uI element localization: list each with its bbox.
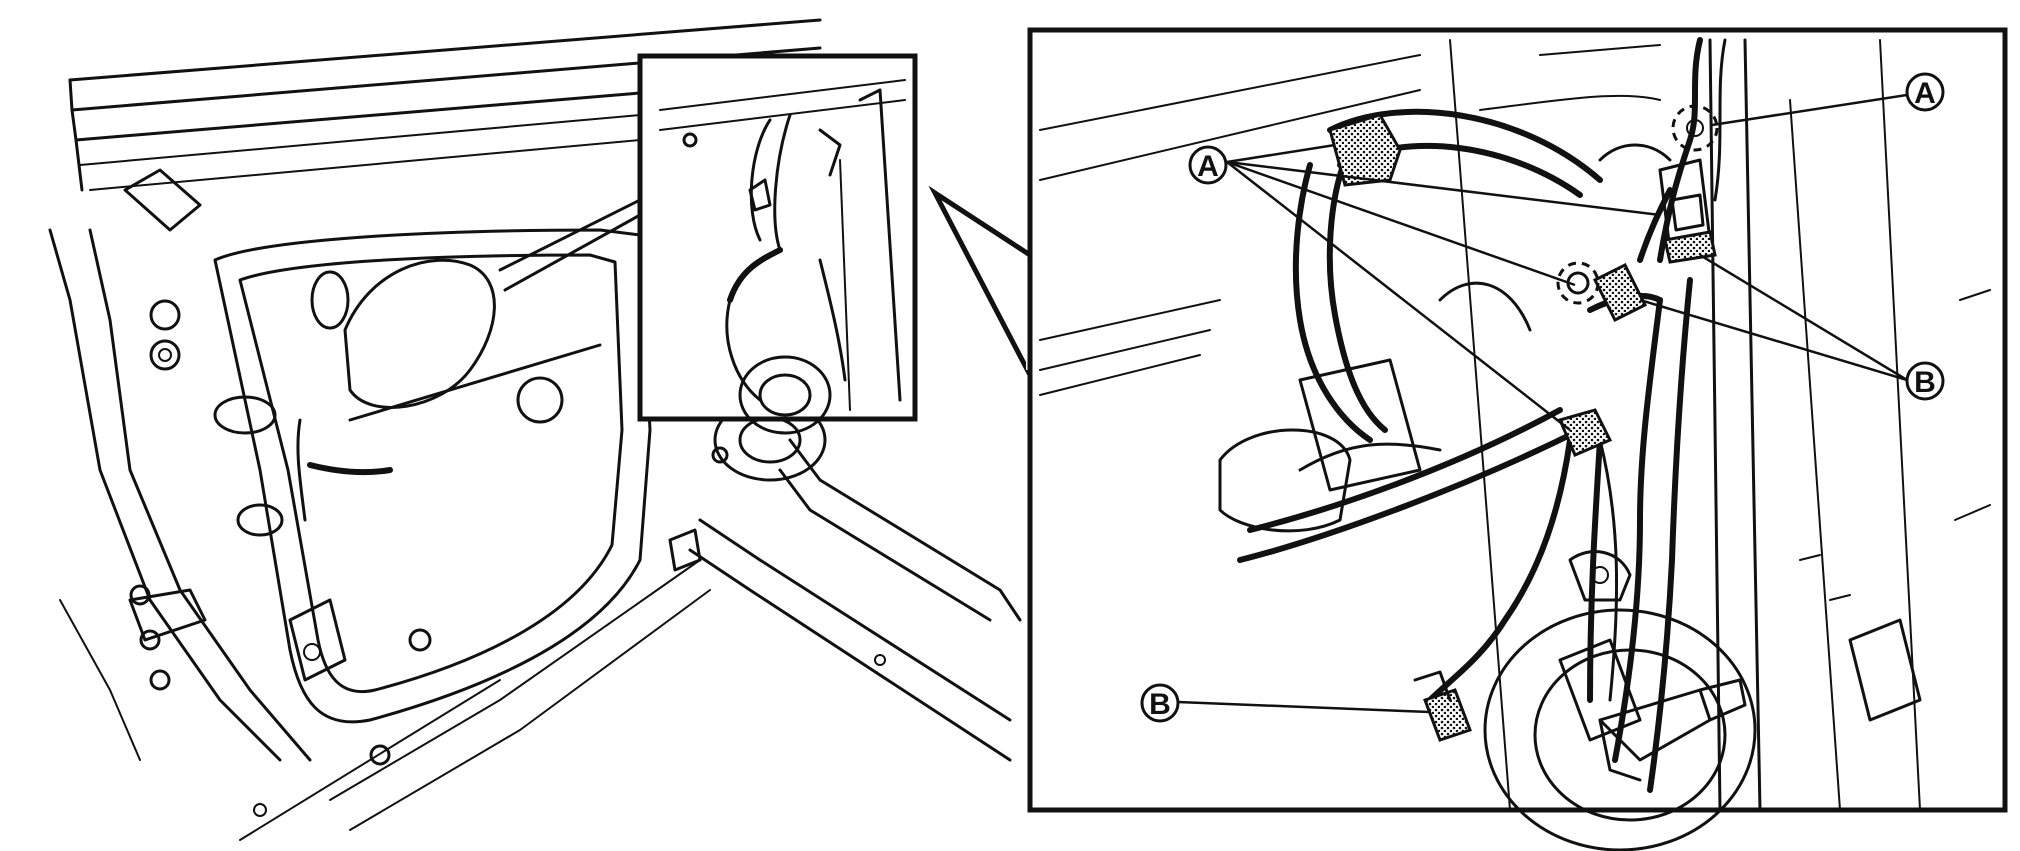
svg-text:A: A: [1197, 150, 1219, 183]
clip-location-circle-middle: [1556, 261, 1600, 305]
svg-text:B: B: [1149, 688, 1171, 721]
zoom-pointer: [928, 185, 1034, 377]
callout-b-right: B: [1905, 361, 1945, 401]
clip-a-middle: [1592, 262, 1648, 323]
overall-door-view: [48, 18, 1022, 841]
clip-a-lower: [1557, 408, 1613, 457]
inset-indicator-box: [637, 53, 918, 435]
svg-text:A: A: [1914, 77, 1936, 110]
clip-location-circle-upper: [1671, 104, 1719, 152]
detail-view: [1027, 27, 2008, 851]
svg-text:B: B: [1914, 366, 1936, 399]
callout-a-left: A: [1188, 145, 1228, 185]
callout-a-right: A: [1905, 72, 1945, 112]
callout-b-left: B: [1140, 683, 1180, 723]
connector-b-lower: [1423, 688, 1472, 742]
